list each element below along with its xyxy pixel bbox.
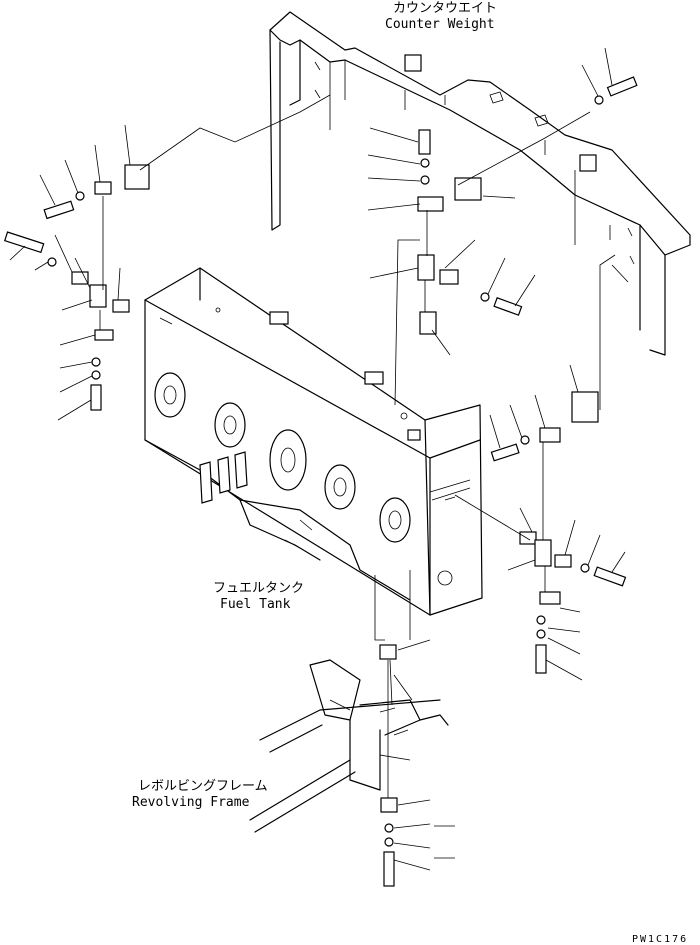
counter-weight-label-jp: カウンタウエイト <box>393 1 497 16</box>
revolving-frame-label-jp: レボルビングフレーム <box>138 779 268 794</box>
drawing-code: PW1C176 <box>632 934 688 945</box>
fuel-tank-label-jp: フュエルタンク <box>213 581 304 596</box>
fuel-tank-label-en: Fuel Tank <box>220 597 291 612</box>
mount-hardware <box>3 76 638 887</box>
revolving-frame <box>249 659 449 833</box>
counter-weight <box>269 11 691 356</box>
assembly-lines <box>139 94 616 706</box>
fuel-tank <box>144 267 483 616</box>
leader-lines <box>9 47 629 871</box>
counter-weight-label-en: Counter Weight <box>385 17 495 32</box>
revolving-frame-label-en: Revolving Frame <box>132 795 250 810</box>
